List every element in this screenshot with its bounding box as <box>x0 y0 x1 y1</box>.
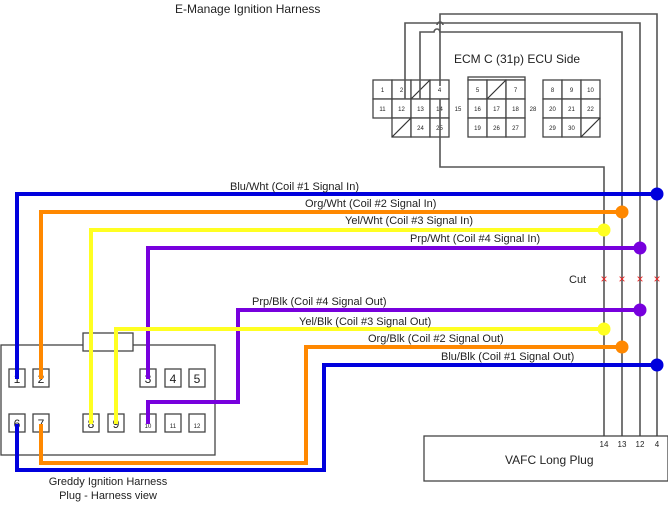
wire-label: Org/Blk (Coil #2 Signal Out) <box>368 333 504 345</box>
wire-label: Yel/Wht (Coil #3 Signal In) <box>345 215 473 227</box>
unused-pin-slash <box>486 79 507 100</box>
wire-label: Blu/Blk (Coil #1 Signal Out) <box>441 351 574 363</box>
greddy-plug-latch <box>82 332 134 352</box>
vafc-plug: VAFC Long Plug 14 13 12 4 <box>423 435 668 482</box>
greddy-caption-2: Plug - Harness view <box>59 490 157 502</box>
greddy-pin-12 <box>188 413 206 433</box>
diagram-title: E-Manage Ignition Harness <box>175 2 320 16</box>
splice-dot <box>633 303 647 317</box>
wire-label: Org/Wht (Coil #2 Signal In) <box>305 198 436 210</box>
vafc-pin-label: 12 <box>636 440 645 449</box>
ecm-pin-label: 10 <box>587 88 594 94</box>
splice-dot <box>615 205 629 219</box>
cut-marker: × <box>636 272 643 286</box>
ecm-label: ECM C (31p) ECU Side <box>454 52 580 66</box>
splice-dot <box>650 187 664 201</box>
splice-dot <box>597 322 611 336</box>
vafc-pin-label: 13 <box>618 440 627 449</box>
wire-4 <box>146 246 640 379</box>
cut-marker: × <box>600 272 607 286</box>
wire-label: Prp/Blk (Coil #4 Signal Out) <box>252 296 387 308</box>
cut-markers: × × × × <box>600 272 660 286</box>
ecm-vafc-wires <box>404 13 658 440</box>
ecm-pin-label: 12 <box>398 107 405 113</box>
ecm-pin-label: 17 <box>493 107 500 113</box>
wire-3 <box>89 228 604 424</box>
ecm-pin-label: 22 <box>587 107 594 113</box>
unused-pin-slash <box>391 117 412 138</box>
ecm-pin-label: 20 <box>549 107 556 113</box>
ecm-pin-label: 13 <box>417 107 424 113</box>
wire-6 <box>114 327 604 424</box>
ecm-pin-label: 11 <box>379 107 386 113</box>
ecm-pin-label: 8 <box>551 88 555 94</box>
ecm-pin-label: 7 <box>514 88 518 94</box>
greddy-pin-5 <box>188 368 206 388</box>
vafc-pin-label: 4 <box>655 440 660 449</box>
greddy-pin-4 <box>164 368 182 388</box>
splice-dot <box>597 223 611 237</box>
wire-label: Yel/Blk (Coil #3 Signal Out) <box>299 316 431 328</box>
unused-pin-slash <box>580 117 601 138</box>
cut-label: Cut <box>569 274 586 286</box>
ecm-pin-label: 28 <box>530 107 537 113</box>
ecm-pin-label: 30 <box>568 126 575 132</box>
colored-wires <box>15 187 664 472</box>
ecm-pin-label: 24 <box>417 126 424 132</box>
greddy-pin-label: 10 <box>145 424 152 430</box>
wire-labels: Blu/Wht (Coil #1 Signal In) Org/Wht (Coil… <box>230 181 574 363</box>
wire-7 <box>39 345 622 465</box>
wire-8 <box>15 363 657 472</box>
wire-label: Blu/Wht (Coil #1 Signal In) <box>230 181 359 193</box>
ecm-pin-label: 18 <box>512 107 519 113</box>
greddy-caption-1: Greddy Ignition Harness <box>49 476 168 488</box>
ecm-pin-label: 4 <box>438 88 442 94</box>
ecm-pin-label: 1 <box>381 88 385 94</box>
greddy-pin-label: 11 <box>170 424 177 430</box>
greddy-pin-label: 4 <box>170 372 177 386</box>
wire-2 <box>39 210 622 379</box>
greddy-pin-label: 5 <box>194 372 201 386</box>
ecm-pin-label: 26 <box>493 126 500 132</box>
ecm-pin-cell <box>505 117 526 138</box>
wire-label: Prp/Wht (Coil #4 Signal In) <box>410 233 540 245</box>
wire-ecm12 <box>404 22 641 440</box>
greddy-pin-11 <box>164 413 182 433</box>
splice-dot <box>633 241 647 255</box>
vafc-pin-label: 14 <box>600 440 609 449</box>
ecm-pin-label: 2 <box>400 88 404 94</box>
splice-dot <box>615 340 629 354</box>
ecm-pin-label: 5 <box>476 88 480 94</box>
vafc-label: VAFC Long Plug <box>505 453 594 467</box>
ecm-pin-label: 21 <box>568 107 575 113</box>
ecm-pin-label: 27 <box>512 126 519 132</box>
wire-5 <box>146 308 640 424</box>
greddy-pin-label: 12 <box>194 424 201 430</box>
cut-marker: × <box>653 272 660 286</box>
ecm-pin-label: 19 <box>474 126 481 132</box>
wire-1 <box>15 192 657 379</box>
ecm-pin-label: 29 <box>549 126 556 132</box>
wire-ecm14 <box>439 99 605 440</box>
splice-dot <box>650 358 664 372</box>
wire-ecm4 <box>439 13 658 440</box>
ecm-pin-label: 9 <box>570 88 574 94</box>
ecm-pin-label: 16 <box>474 107 481 113</box>
vafc-plug-body <box>423 435 668 482</box>
cut-marker: × <box>618 272 625 286</box>
ecm-pin-label: 15 <box>455 107 462 113</box>
